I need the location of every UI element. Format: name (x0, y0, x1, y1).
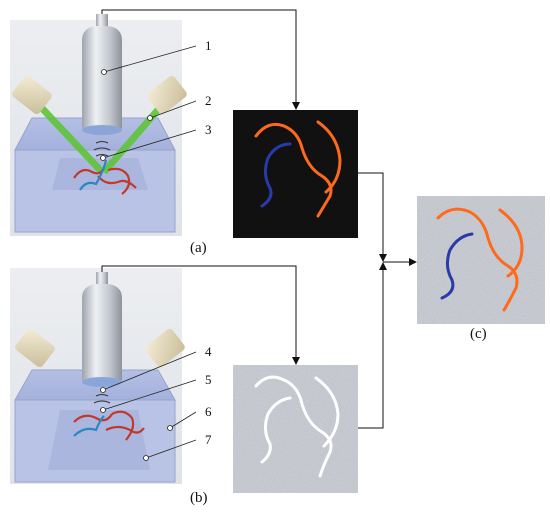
excitation-beam-icon (35, 101, 166, 175)
callout-4-label: 4 (205, 344, 212, 359)
fiber-network-icon (73, 159, 137, 195)
emission-signal-b-icon (93, 394, 111, 404)
light-source-right-icon (147, 75, 187, 115)
objective-lens-icon (82, 14, 122, 135)
sample-block-b-icon (14, 369, 176, 483)
caption-a: (a) (190, 240, 207, 256)
callouts-b (100, 351, 197, 461)
arrowheads (292, 102, 417, 365)
fiber-white-1 (254, 375, 333, 478)
caption-c: (c) (470, 326, 487, 342)
connector-arrows (101, 9, 411, 429)
callout-2-label: 2 (205, 93, 212, 108)
light-source-b-right-icon (145, 328, 185, 368)
result-image (417, 196, 545, 324)
sample-block-icon (14, 117, 176, 233)
callout-3-label: 3 (205, 122, 212, 137)
callout-5-label: 5 (205, 372, 212, 387)
light-source-b-left-icon (15, 328, 55, 368)
callouts-a (100, 45, 197, 161)
callout-6-label: 6 (205, 404, 212, 419)
panel-b-setup: 4 5 6 7 (10, 268, 212, 484)
fluorescence-image (233, 110, 358, 238)
panel-a-setup: 1 2 3 (10, 14, 212, 236)
fiber-network-b-icon (73, 410, 145, 441)
caption-b: (b) (190, 490, 208, 506)
callout-1-label: 1 (205, 38, 212, 53)
callout-7-label: 7 (205, 432, 212, 447)
emission-signal-icon (93, 141, 111, 157)
objective-lens-b-icon (82, 272, 122, 387)
noisy-image (233, 365, 358, 493)
light-source-left-icon (12, 75, 52, 115)
